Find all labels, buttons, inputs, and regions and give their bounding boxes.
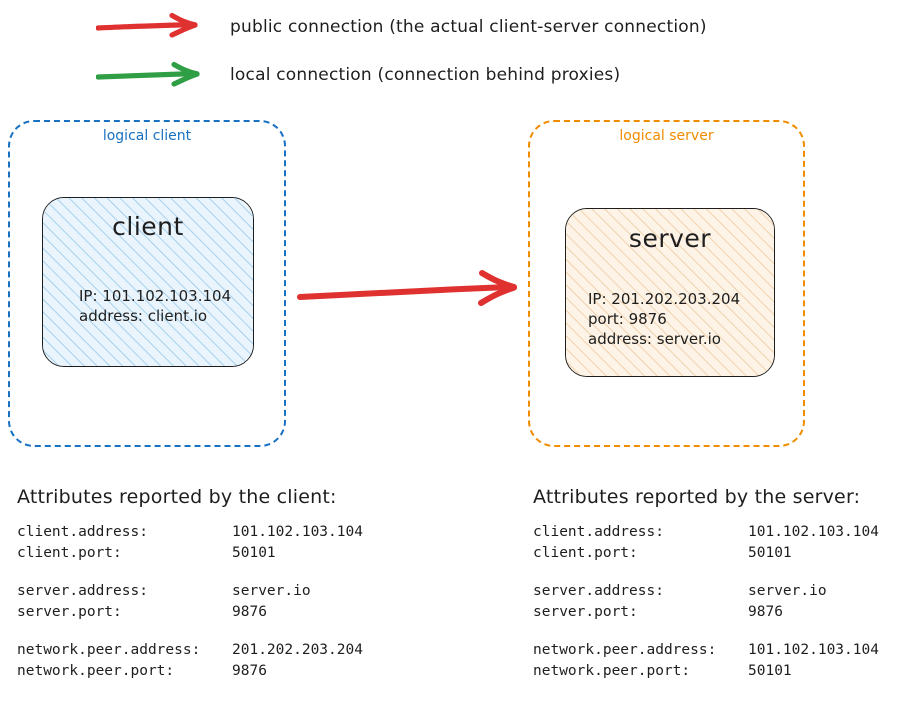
attribute-value: 9876 [748, 604, 783, 620]
attribute-value: 9876 [232, 604, 267, 620]
server-attributes-group: server.address: server.io server.port: 9… [533, 581, 879, 623]
attribute-row: network.peer.port: 50101 [533, 661, 879, 682]
legend-label-public: public connection (the actual client-ser… [230, 17, 707, 37]
attribute-key: server.port: [17, 604, 122, 620]
server-attributes-block: Attributes reported by the server: clien… [533, 486, 879, 699]
attribute-row: server.port: 9876 [533, 602, 879, 623]
attribute-value: 101.102.103.104 [232, 524, 363, 540]
client-node-line-ip: IP: 101.102.103.104 [79, 287, 232, 305]
client-node: client IP: 101.102.103.104 address: clie… [42, 197, 254, 367]
legend-label-local: local connection (connection behind prox… [230, 65, 621, 85]
server-node-title: server [628, 224, 712, 253]
attribute-key: server.address: [533, 583, 664, 599]
client-attributes-heading: Attributes reported by the client: [17, 486, 337, 508]
logical-client-label: logical client [102, 128, 192, 144]
attribute-key: network.peer.port: [17, 663, 175, 679]
attribute-row: network.peer.address: 101.102.103.104 [533, 640, 879, 661]
client-node-title: client [112, 212, 184, 241]
logical-server-container [528, 120, 805, 447]
server-node-details: IP: 201.202.203.204 port: 9876 address: … [588, 289, 740, 349]
attribute-row: network.peer.port: 9876 [17, 661, 363, 682]
attribute-key: client.port: [533, 545, 638, 561]
server-node: server IP: 201.202.203.204 port: 9876 ad… [565, 208, 775, 377]
attribute-key: client.port: [17, 545, 122, 561]
public-connection-arrow [296, 266, 522, 320]
attribute-value: 50101 [232, 545, 276, 561]
client-attributes-block: Attributes reported by the client: clien… [17, 486, 363, 699]
attribute-value: 201.202.203.204 [232, 642, 363, 658]
server-attributes-group: network.peer.address: 101.102.103.104 ne… [533, 640, 879, 682]
legend-item-public: public connection (the actual client-ser… [96, 12, 707, 42]
attribute-value: server.io [748, 583, 827, 599]
logical-server-label: logical server [619, 128, 714, 144]
attribute-key: client.address: [533, 524, 664, 540]
attribute-key: network.peer.address: [533, 642, 717, 658]
attribute-value: server.io [232, 583, 311, 599]
server-attributes-heading: Attributes reported by the server: [533, 486, 861, 508]
server-node-line-port: port: 9876 [588, 310, 667, 328]
server-hatch-pattern [566, 209, 774, 376]
attribute-row: server.address: server.io [17, 581, 363, 602]
attribute-key: server.port: [533, 604, 638, 620]
attribute-row: network.peer.address: 201.202.203.204 [17, 640, 363, 661]
attribute-value: 50101 [748, 545, 792, 561]
attribute-value: 50101 [748, 663, 792, 679]
attribute-key: client.address: [17, 524, 148, 540]
attribute-value: 101.102.103.104 [748, 524, 879, 540]
client-attributes-group: server.address: server.io server.port: 9… [17, 581, 363, 623]
client-attributes-group: client.address: 101.102.103.104 client.p… [17, 522, 363, 564]
attribute-row: server.port: 9876 [17, 602, 363, 623]
server-attributes-group: client.address: 101.102.103.104 client.p… [533, 522, 879, 564]
attribute-value: 101.102.103.104 [748, 642, 879, 658]
attribute-row: client.port: 50101 [533, 543, 879, 564]
attribute-key: server.address: [17, 583, 148, 599]
client-node-line-address: address: client.io [79, 307, 208, 325]
legend-item-local: local connection (connection behind prox… [96, 60, 620, 90]
server-node-line-address: address: server.io [588, 330, 721, 348]
client-attributes-group: network.peer.address: 201.202.203.204 ne… [17, 640, 363, 682]
red-arrow-icon [96, 12, 206, 42]
server-node-line-ip: IP: 201.202.203.204 [588, 290, 741, 308]
green-arrow-icon [96, 60, 206, 90]
attribute-row: client.address: 101.102.103.104 [533, 522, 879, 543]
attribute-value: 9876 [232, 663, 267, 679]
attribute-key: network.peer.address: [17, 642, 201, 658]
logical-client-container [8, 120, 286, 447]
attribute-row: client.port: 50101 [17, 543, 363, 564]
attribute-key: network.peer.port: [533, 663, 691, 679]
attribute-row: client.address: 101.102.103.104 [17, 522, 363, 543]
client-node-details: IP: 101.102.103.104 address: client.io [79, 286, 231, 326]
client-hatch-pattern [43, 198, 253, 366]
attribute-row: server.address: server.io [533, 581, 879, 602]
